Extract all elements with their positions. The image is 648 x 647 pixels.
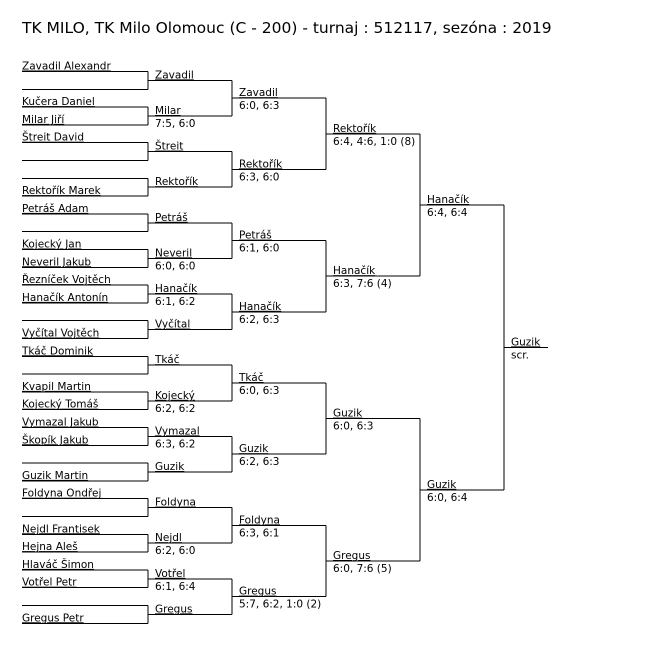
winner-name[interactable]: Rektořík bbox=[239, 158, 283, 170]
match-score: 6:3, 6:0 bbox=[239, 171, 279, 183]
player-name[interactable]: Vymazal Jakub bbox=[22, 417, 99, 429]
winner-name[interactable]: Štreit bbox=[155, 140, 183, 153]
winner-name[interactable]: Hanačík bbox=[239, 301, 282, 313]
player-name[interactable]: Tkáč Dominik bbox=[21, 345, 94, 357]
match-score: 6:1, 6:2 bbox=[155, 296, 195, 308]
player-name[interactable]: Rektořík Marek bbox=[22, 185, 102, 197]
player-name[interactable]: Kojecký Jan bbox=[22, 239, 81, 251]
player-name[interactable]: Foldyna Ondřej bbox=[22, 488, 101, 500]
page-title: TK MILO, TK Milo Olomouc (C - 200) - tur… bbox=[22, 19, 552, 37]
winner-name[interactable]: Gregus bbox=[239, 586, 276, 598]
winner-name[interactable]: Neveril bbox=[155, 247, 192, 259]
winner-name[interactable]: Petráš bbox=[155, 212, 188, 224]
match-score: 6:3, 6:1 bbox=[239, 527, 279, 539]
winner-name[interactable]: Milar bbox=[155, 105, 181, 117]
winner-name[interactable]: Rektořík bbox=[333, 123, 377, 135]
winner-name[interactable]: Foldyna bbox=[239, 514, 280, 526]
winner-name[interactable]: Guzik bbox=[239, 443, 269, 455]
winner-name[interactable]: Foldyna bbox=[155, 497, 196, 509]
player-name[interactable]: Votřel Petr bbox=[22, 577, 77, 589]
player-name[interactable]: Vyčítal Vojtěch bbox=[22, 328, 99, 340]
player-name[interactable]: Zavadil Alexandr bbox=[22, 61, 111, 73]
winner-name[interactable]: Zavadil bbox=[239, 87, 278, 99]
winner-name[interactable]: Rektořík bbox=[155, 176, 199, 188]
winner-name[interactable]: Vymazal bbox=[155, 425, 200, 437]
player-name[interactable]: Gregus Petr bbox=[22, 612, 84, 624]
match-score: 6:0, 6:4 bbox=[427, 492, 468, 504]
winner-name[interactable]: Guzik bbox=[511, 336, 541, 348]
winner-name[interactable]: Hanačík bbox=[333, 265, 376, 277]
match-score: 6:3, 6:2 bbox=[155, 438, 195, 450]
match-score: 6:1, 6:0 bbox=[239, 243, 279, 255]
winner-name[interactable]: Hanačík bbox=[155, 283, 198, 295]
match-score: 6:0, 6:3 bbox=[239, 100, 279, 112]
winner-name[interactable]: Nejdl bbox=[155, 532, 182, 544]
winner-name[interactable]: Hanačík bbox=[427, 194, 470, 206]
winner-name[interactable]: Guzik bbox=[155, 461, 185, 473]
player-name[interactable]: Nejdl Frantisek bbox=[22, 523, 101, 535]
winner-name[interactable]: Gregus bbox=[155, 603, 192, 615]
player-name[interactable]: Kučera Daniel bbox=[22, 96, 95, 108]
player-name[interactable]: Hejna Aleš bbox=[22, 541, 78, 553]
match-score: 6:2, 6:2 bbox=[155, 403, 195, 415]
winner-name[interactable]: Zavadil bbox=[155, 69, 194, 81]
player-name[interactable]: Milar Jiří bbox=[22, 114, 65, 126]
player-name[interactable]: Petráš Adam bbox=[22, 203, 88, 215]
match-score: 6:4, 6:4 bbox=[427, 207, 468, 219]
match-score: 6:0, 6:3 bbox=[333, 421, 373, 433]
match-score: 6:0, 6:0 bbox=[155, 260, 195, 272]
match-score: scr. bbox=[511, 349, 529, 361]
player-name[interactable]: Řezníček Vojtěch bbox=[22, 273, 111, 286]
match-score: 6:0, 7:6 (5) bbox=[333, 563, 392, 575]
winner-name[interactable]: Vyčítal bbox=[155, 319, 190, 331]
player-name[interactable]: Guzik Martin bbox=[22, 470, 88, 482]
match-score: 6:1, 6:4 bbox=[155, 581, 196, 593]
player-name[interactable]: Štreit David bbox=[22, 131, 84, 144]
player-name[interactable]: Hlaváč Šimon bbox=[22, 558, 94, 571]
match-score: 5:7, 6:2, 1:0 (2) bbox=[239, 599, 321, 611]
match-score: 6:2, 6:0 bbox=[155, 545, 195, 557]
match-score: 6:4, 4:6, 1:0 (8) bbox=[333, 136, 415, 148]
match-score: 6:0, 6:3 bbox=[239, 385, 279, 397]
match-score: 6:3, 7:6 (4) bbox=[333, 278, 392, 290]
winner-name[interactable]: Votřel bbox=[155, 568, 185, 580]
player-name[interactable]: Kvapil Martin bbox=[22, 381, 91, 393]
player-name[interactable]: Kojecký Tomáš bbox=[22, 399, 98, 411]
winner-name[interactable]: Gregus bbox=[333, 550, 370, 562]
player-name[interactable]: Škopík Jakub bbox=[22, 433, 89, 446]
player-name[interactable]: Hanačík Antonín bbox=[22, 292, 108, 304]
winner-name[interactable]: Petráš bbox=[239, 230, 272, 242]
winner-name[interactable]: Tkáč bbox=[238, 372, 264, 384]
match-score: 6:2, 6:3 bbox=[239, 314, 279, 326]
winner-name[interactable]: Kojecký bbox=[155, 390, 195, 402]
winner-name[interactable]: Guzik bbox=[333, 408, 363, 420]
match-score: 7:5, 6:0 bbox=[155, 118, 195, 130]
winner-name[interactable]: Tkáč bbox=[154, 354, 180, 366]
winner-name[interactable]: Guzik bbox=[427, 479, 457, 491]
match-score: 6:2, 6:3 bbox=[239, 456, 279, 468]
player-name[interactable]: Neveril Jakub bbox=[22, 256, 91, 268]
